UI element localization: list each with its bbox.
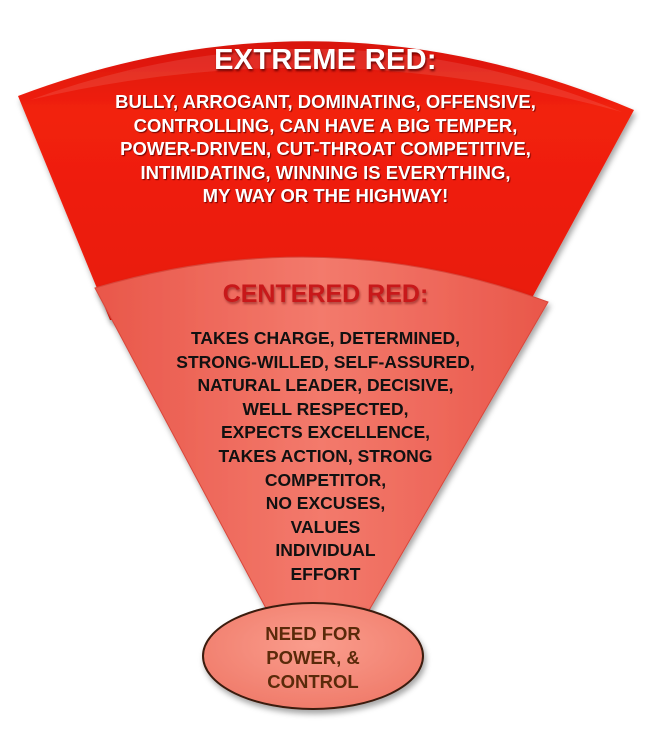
extreme-red-highlight (30, 48, 622, 112)
centered-red-band (94, 256, 549, 613)
extreme-red-band (18, 41, 634, 320)
core-ellipse (202, 602, 424, 710)
